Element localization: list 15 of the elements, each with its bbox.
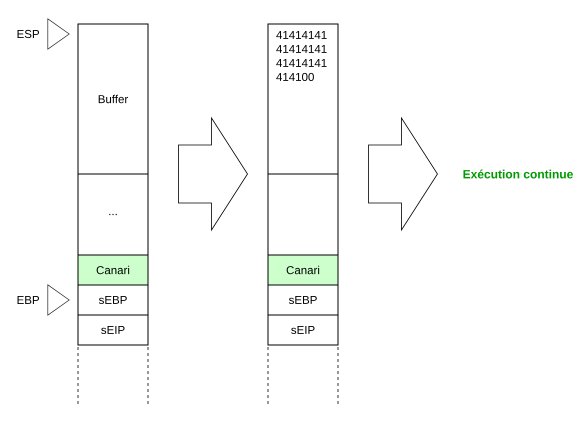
block-arrow: [368, 116, 438, 232]
outcome-text: Exécution continue: [463, 170, 573, 178]
stack-cell: Canari: [78, 254, 148, 286]
stack-cell: Buffer: [78, 24, 148, 174]
stack-cell: sEBP: [268, 284, 338, 316]
pointer-triangle: [47, 18, 70, 50]
stack-cell: sEBP: [78, 284, 148, 316]
block-arrow: [178, 116, 248, 232]
pointer-label: ESP: [18, 30, 39, 38]
pointer-label: EBP: [18, 296, 39, 304]
pointer-triangle: [47, 284, 70, 316]
stack-cell: sEIP: [78, 314, 148, 346]
stack-cell: 41414141 41414141 41414141 414100: [268, 24, 338, 174]
stack-cell: Canari: [268, 254, 338, 286]
stack-cell: sEIP: [268, 314, 338, 346]
